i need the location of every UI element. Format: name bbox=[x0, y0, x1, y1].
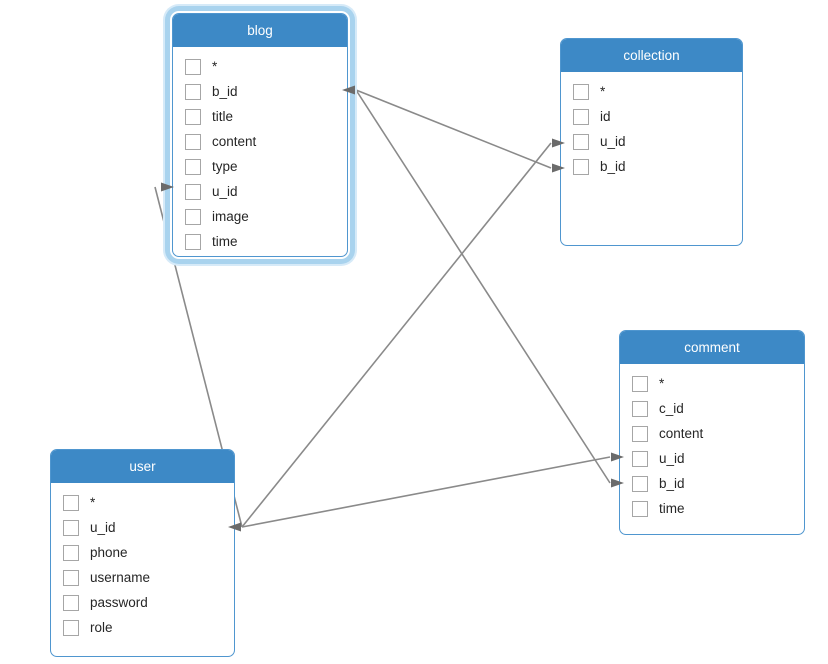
relationship-line-blog-b_id-comment-b_id[interactable] bbox=[355, 89, 611, 484]
table-body-collection: * id u_id b_id bbox=[561, 72, 742, 179]
field-checkbox-icon[interactable] bbox=[632, 425, 648, 442]
field-checkbox-icon[interactable] bbox=[185, 233, 201, 250]
field-label: b_id bbox=[212, 84, 238, 99]
field-label: password bbox=[90, 595, 148, 610]
field-label: id bbox=[600, 109, 611, 124]
relationship-line-user-u_id-collection-u_id[interactable] bbox=[241, 142, 552, 528]
field-checkbox-icon[interactable] bbox=[573, 158, 589, 175]
field-label: type bbox=[212, 159, 238, 174]
table-title: comment bbox=[684, 340, 740, 355]
field-row-blog-title[interactable]: title bbox=[173, 104, 347, 129]
field-row-blog-b_id[interactable]: b_id bbox=[173, 79, 347, 104]
field-label: u_id bbox=[90, 520, 116, 535]
field-row-user-phone[interactable]: phone bbox=[51, 540, 234, 565]
field-checkbox-icon[interactable] bbox=[185, 108, 201, 125]
relationship-line-user-u_id-comment-u_id[interactable] bbox=[241, 456, 611, 528]
field-row-comment-star[interactable]: * bbox=[620, 371, 804, 396]
field-row-comment-time[interactable]: time bbox=[620, 496, 804, 521]
relationship-line-blog-b_id-collection-b_id[interactable] bbox=[355, 89, 552, 169]
field-row-blog-content[interactable]: content bbox=[173, 129, 347, 154]
field-label: b_id bbox=[659, 476, 685, 491]
field-row-collection-star[interactable]: * bbox=[561, 79, 742, 104]
field-row-user-password[interactable]: password bbox=[51, 590, 234, 615]
field-label: b_id bbox=[600, 159, 626, 174]
field-row-collection-u_id[interactable]: u_id bbox=[561, 129, 742, 154]
field-row-user-role[interactable]: role bbox=[51, 615, 234, 640]
field-checkbox-icon[interactable] bbox=[185, 158, 201, 175]
table-collection[interactable]: collection * id u_id b_id bbox=[560, 38, 743, 246]
field-label: title bbox=[212, 109, 234, 124]
field-checkbox-icon[interactable] bbox=[632, 500, 648, 517]
field-row-blog-time[interactable]: time bbox=[173, 229, 347, 254]
field-checkbox-icon[interactable] bbox=[185, 208, 201, 225]
field-row-comment-c_id[interactable]: c_id bbox=[620, 396, 804, 421]
field-checkbox-icon[interactable] bbox=[63, 619, 79, 636]
table-header-collection[interactable]: collection bbox=[561, 39, 742, 72]
field-checkbox-icon[interactable] bbox=[63, 494, 79, 511]
field-row-user-star[interactable]: * bbox=[51, 490, 234, 515]
field-row-blog-type[interactable]: type bbox=[173, 154, 347, 179]
field-row-comment-b_id[interactable]: b_id bbox=[620, 471, 804, 496]
field-checkbox-icon[interactable] bbox=[573, 83, 589, 100]
field-label: u_id bbox=[659, 451, 685, 466]
field-label: content bbox=[212, 134, 257, 149]
field-label: role bbox=[90, 620, 113, 635]
field-checkbox-icon[interactable] bbox=[185, 83, 201, 100]
field-checkbox-icon[interactable] bbox=[185, 183, 201, 200]
field-label: time bbox=[659, 501, 685, 516]
table-header-user[interactable]: user bbox=[51, 450, 234, 483]
field-checkbox-icon[interactable] bbox=[63, 594, 79, 611]
table-title: collection bbox=[623, 48, 680, 63]
field-checkbox-icon[interactable] bbox=[63, 544, 79, 561]
field-checkbox-icon[interactable] bbox=[573, 108, 589, 125]
table-title: blog bbox=[247, 23, 273, 38]
field-label: u_id bbox=[212, 184, 238, 199]
field-row-user-u_id[interactable]: u_id bbox=[51, 515, 234, 540]
field-label: * bbox=[90, 495, 96, 510]
field-checkbox-icon[interactable] bbox=[185, 58, 201, 75]
field-label: content bbox=[659, 426, 704, 441]
field-row-comment-content[interactable]: content bbox=[620, 421, 804, 446]
table-header-blog[interactable]: blog bbox=[173, 14, 347, 47]
table-title: user bbox=[129, 459, 156, 474]
field-row-blog-star[interactable]: * bbox=[173, 54, 347, 79]
field-row-blog-u_id[interactable]: u_id bbox=[173, 179, 347, 204]
field-row-user-username[interactable]: username bbox=[51, 565, 234, 590]
field-checkbox-icon[interactable] bbox=[632, 450, 648, 467]
field-row-blog-image[interactable]: image bbox=[173, 204, 347, 229]
field-checkbox-icon[interactable] bbox=[632, 375, 648, 392]
field-label: * bbox=[212, 59, 218, 74]
field-checkbox-icon[interactable] bbox=[185, 133, 201, 150]
field-label: username bbox=[90, 570, 151, 585]
field-label: c_id bbox=[659, 401, 684, 416]
field-checkbox-icon[interactable] bbox=[63, 569, 79, 586]
field-checkbox-icon[interactable] bbox=[632, 400, 648, 417]
field-checkbox-icon[interactable] bbox=[632, 475, 648, 492]
table-header-comment[interactable]: comment bbox=[620, 331, 804, 364]
field-row-collection-b_id[interactable]: b_id bbox=[561, 154, 742, 179]
field-checkbox-icon[interactable] bbox=[63, 519, 79, 536]
field-label: image bbox=[212, 209, 249, 224]
field-label: * bbox=[600, 84, 606, 99]
field-label: phone bbox=[90, 545, 128, 560]
field-label: time bbox=[212, 234, 238, 249]
field-label: * bbox=[659, 376, 665, 391]
field-checkbox-icon[interactable] bbox=[573, 133, 589, 150]
field-label: u_id bbox=[600, 134, 626, 149]
field-row-collection-id[interactable]: id bbox=[561, 104, 742, 129]
field-row-comment-u_id[interactable]: u_id bbox=[620, 446, 804, 471]
